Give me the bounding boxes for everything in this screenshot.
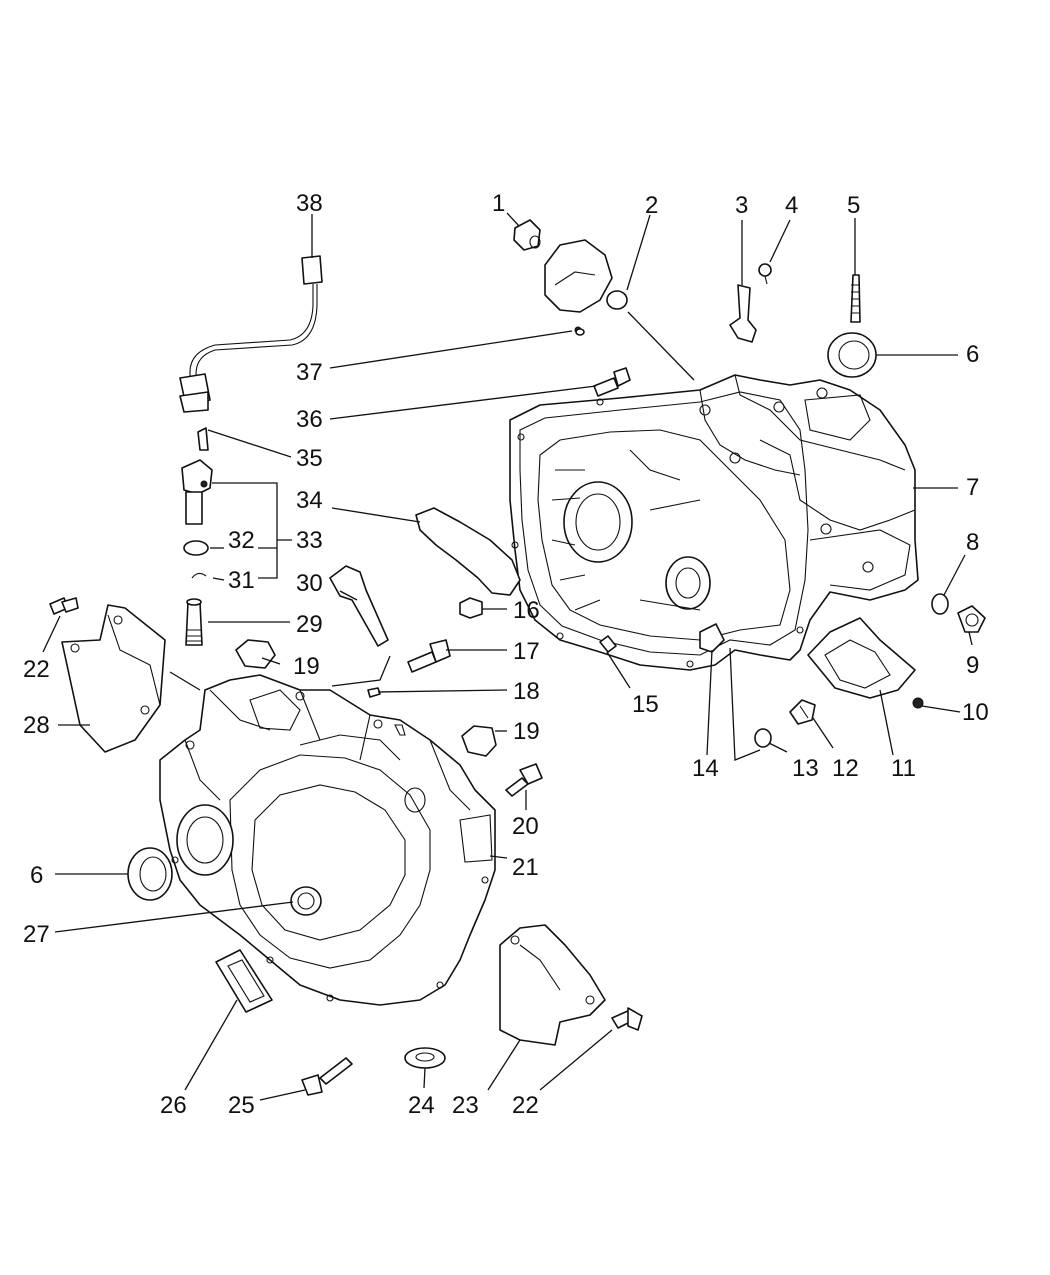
callout-31: 31 — [228, 567, 255, 594]
part-26-boot — [215, 949, 273, 1013]
part-33-speed-sensor — [181, 459, 213, 525]
part-38-wiring-harness — [179, 255, 323, 413]
callout-19: 19 — [513, 718, 540, 745]
part-29-driven-gear — [185, 598, 203, 646]
callout-1: 1 — [492, 190, 505, 217]
callout-6: 6 — [966, 341, 979, 368]
part-12-breather — [789, 699, 816, 725]
part-5-stud — [850, 274, 861, 323]
callout-8: 8 — [966, 529, 979, 556]
part-17-bolt — [407, 639, 451, 673]
part-15-dowel-pin — [599, 635, 617, 653]
part-4-vent — [758, 263, 772, 285]
part-25-bolt — [301, 1057, 353, 1096]
part-19-cap-lower — [461, 725, 497, 757]
part-6-oil-seal-right — [827, 332, 877, 378]
callout-34: 34 — [296, 487, 323, 514]
callout-17: 17 — [513, 638, 540, 665]
callout-7: 7 — [966, 474, 979, 501]
callout-5: 5 — [847, 192, 860, 219]
callout-14: 14 — [692, 755, 719, 782]
callout-2: 2 — [645, 192, 658, 219]
callout-21: 21 — [512, 854, 539, 881]
part-2-sensor-cover — [544, 239, 628, 334]
callout-29: 29 — [296, 611, 323, 638]
callout-18: 18 — [513, 678, 540, 705]
callout-16: 16 — [513, 597, 540, 624]
callout-38: 38 — [296, 190, 323, 217]
callout-28: 28 — [23, 712, 50, 739]
part-23-bracket — [499, 924, 606, 1046]
part-19-cap-upper — [235, 639, 276, 669]
transaxle-case — [509, 374, 919, 671]
part-32-o-ring — [183, 540, 209, 556]
clutch-housing — [159, 674, 496, 1006]
callout-37: 37 — [296, 359, 323, 386]
callout-26: 26 — [160, 1092, 187, 1119]
callout-3: 3 — [735, 192, 748, 219]
callout-12: 12 — [832, 755, 859, 782]
callout-4: 4 — [785, 192, 798, 219]
part-13-gasket — [754, 728, 772, 748]
callout-13: 13 — [792, 755, 819, 782]
callout-22: 22 — [512, 1092, 539, 1119]
callout-9: 9 — [966, 652, 979, 679]
callout-20: 20 — [512, 813, 539, 840]
part-22-bolt-right — [611, 1007, 643, 1031]
callout-24: 24 — [408, 1092, 435, 1119]
part-31-clip — [191, 572, 207, 579]
part-14-fitting — [699, 623, 725, 653]
callout-22: 22 — [23, 656, 50, 683]
part-20-bolt — [505, 763, 543, 797]
callout-32: 32 — [228, 527, 255, 554]
callout-36: 36 — [296, 406, 323, 433]
callout-23: 23 — [452, 1092, 479, 1119]
part-10-bolt — [912, 697, 924, 709]
part-16-plug — [459, 597, 483, 619]
part-37-o-ring — [575, 328, 585, 336]
part-35-screw — [197, 427, 209, 451]
callout-6: 6 — [30, 862, 43, 889]
part-8-gasket — [931, 593, 949, 615]
callout-19: 19 — [293, 653, 320, 680]
part-1-plug — [513, 219, 541, 251]
part-30-tube — [329, 565, 389, 647]
callout-35: 35 — [296, 445, 323, 472]
callout-25: 25 — [228, 1092, 255, 1119]
callout-11: 11 — [891, 755, 916, 782]
part-18-pin — [367, 687, 381, 698]
part-11-cover — [807, 617, 916, 699]
part-28-bracket — [61, 604, 166, 753]
part-9-drain-plug — [957, 605, 986, 633]
part-24-grommet — [404, 1047, 446, 1069]
callout-33: 33 — [296, 527, 323, 554]
callout-30: 30 — [296, 570, 323, 597]
leader-lines — [42, 212, 973, 1101]
part-34-gasket — [415, 507, 521, 596]
callout-labels: 1 2 3 4 5 6 7 8 9 10 11 12 13 14 15 16 1… — [23, 190, 989, 1119]
callout-10: 10 — [962, 699, 989, 726]
part-36-bolt — [593, 367, 631, 397]
part-6-oil-seal-left — [127, 847, 173, 901]
part-3-bracket — [729, 284, 757, 343]
callout-15: 15 — [632, 691, 659, 718]
callout-27: 27 — [23, 921, 50, 948]
part-22-bolt-left — [49, 597, 79, 615]
